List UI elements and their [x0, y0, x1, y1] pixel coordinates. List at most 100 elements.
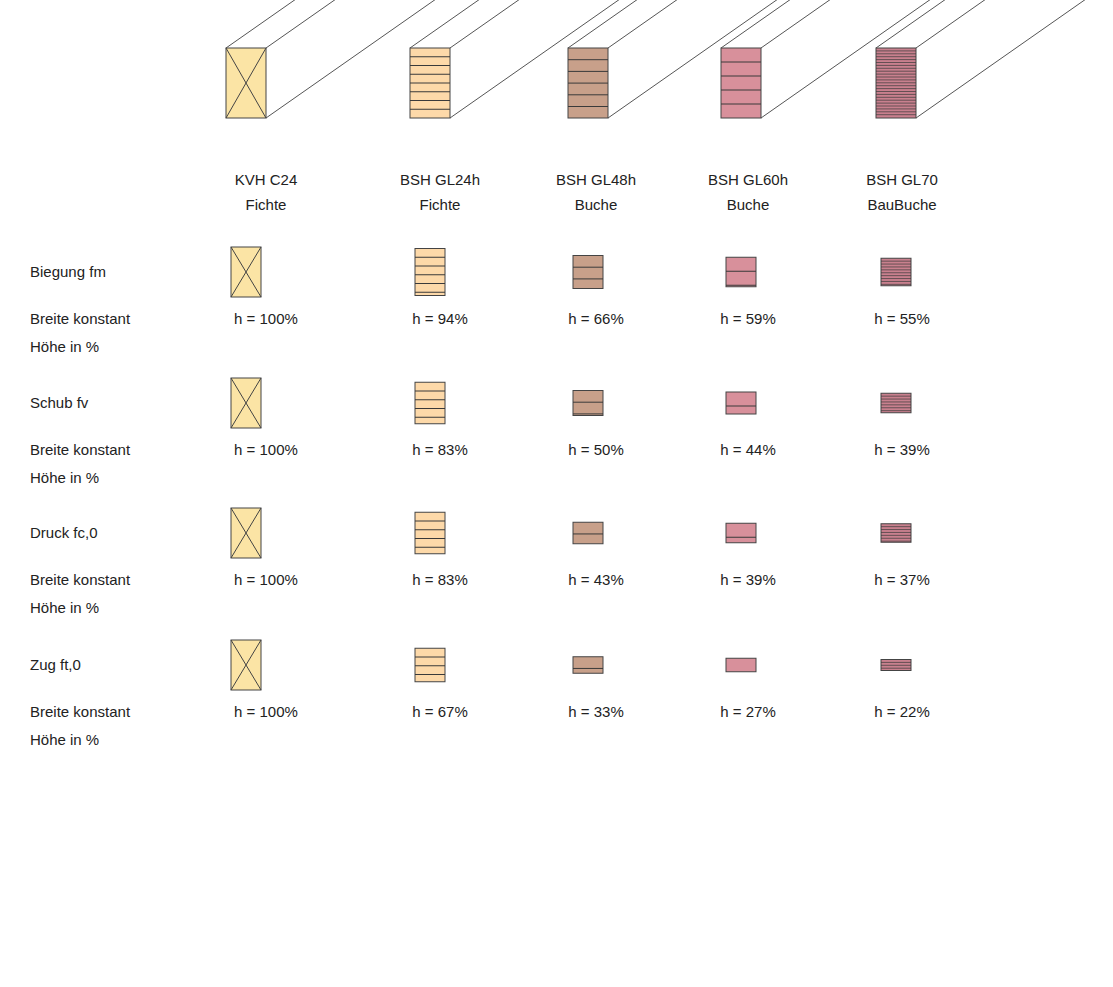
- lamella-line: [721, 104, 761, 105]
- lamella-line: [573, 402, 603, 403]
- cross-section: [573, 522, 603, 544]
- row-description: Breite konstant Höhe in %: [30, 305, 155, 361]
- height-value: h = 55%: [874, 305, 929, 333]
- beam-edge: [916, 0, 1113, 118]
- cross-section: [726, 523, 756, 543]
- beam: [876, 0, 1113, 118]
- lamella-line: [410, 65, 450, 66]
- section-group: [573, 256, 603, 289]
- lamella-line: [881, 266, 911, 267]
- cross-section: [876, 48, 916, 118]
- lamella-line: [881, 665, 911, 666]
- beam-edge: [761, 0, 961, 118]
- beam: [410, 0, 650, 118]
- lamella-line: [876, 82, 916, 83]
- section-group: [881, 258, 911, 286]
- cross-section: [573, 256, 603, 289]
- height-value: h = 66%: [568, 305, 623, 333]
- section-group: [231, 247, 261, 297]
- wood-species: Fichte: [246, 191, 287, 219]
- lamella-line: [410, 56, 450, 57]
- lamella-line: [415, 399, 445, 400]
- lamella-line: [876, 62, 916, 63]
- beam-edge: [608, 0, 808, 48]
- section-group: [573, 391, 603, 416]
- lamella-line: [876, 97, 916, 98]
- lamella-line: [410, 83, 450, 84]
- beam-edge: [608, 0, 808, 118]
- lamella-line: [876, 79, 916, 80]
- lamella-line: [876, 108, 916, 109]
- cross-section: [881, 524, 911, 543]
- height-value: h = 94%: [412, 305, 467, 333]
- beam: [721, 0, 961, 118]
- wood-species: Buche: [575, 191, 618, 219]
- lamella-line: [415, 274, 445, 275]
- height-value: h = 67%: [412, 698, 467, 726]
- lamella-line: [881, 396, 911, 397]
- lamella-line: [881, 401, 911, 402]
- wood-species: BauBuche: [867, 191, 936, 219]
- cross-section: [881, 258, 911, 286]
- cross-section: [881, 393, 911, 413]
- solid-wood-cross: [226, 48, 266, 118]
- lamella-line: [881, 264, 911, 265]
- lamella-line: [573, 267, 603, 268]
- lamella-line: [881, 269, 911, 270]
- height-value: h = 44%: [720, 436, 775, 464]
- lamella-line: [881, 410, 911, 411]
- row-title: Zug ft,0: [30, 651, 81, 679]
- section-group: [231, 640, 261, 690]
- section-group: [415, 648, 445, 682]
- beam-edge: [266, 0, 466, 48]
- height-value: h = 43%: [568, 566, 623, 594]
- height-value: h = 83%: [412, 436, 467, 464]
- section-group: [231, 508, 261, 558]
- lamella-line: [568, 83, 608, 84]
- lamella-line: [876, 68, 916, 69]
- beam-edge: [876, 0, 1076, 48]
- lamella-line: [410, 91, 450, 92]
- height-value: h = 27%: [720, 698, 775, 726]
- section-group: [726, 257, 756, 287]
- lamella-line: [410, 100, 450, 101]
- cross-section: [231, 640, 261, 690]
- lamella-line: [881, 538, 911, 539]
- cross-section: [231, 508, 261, 558]
- beam-edge: [226, 0, 426, 48]
- height-value: h = 100%: [234, 305, 298, 333]
- beam-edge: [450, 0, 650, 118]
- lamella-line: [415, 547, 445, 548]
- lamella-line: [410, 109, 450, 110]
- lamella-line: [881, 668, 911, 669]
- height-value: h = 39%: [720, 566, 775, 594]
- cross-section: [415, 382, 445, 424]
- section-group: [573, 657, 603, 674]
- lamella-line: [881, 662, 911, 663]
- cross-section: [415, 249, 445, 296]
- lamella-line: [876, 111, 916, 112]
- lamella-line: [573, 668, 603, 669]
- cross-section: [881, 660, 911, 671]
- lamella-line: [415, 257, 445, 258]
- lamella-line: [415, 292, 445, 293]
- beam: [226, 0, 466, 118]
- lamella-line: [568, 59, 608, 60]
- cross-section: [415, 648, 445, 682]
- section-group: [881, 660, 911, 671]
- lamella-line: [415, 391, 445, 392]
- section-group: [881, 393, 911, 413]
- lamella-line: [876, 56, 916, 57]
- lamella-line: [881, 526, 911, 527]
- section-group: [231, 378, 261, 428]
- height-value: h = 100%: [234, 566, 298, 594]
- lamella-line: [415, 521, 445, 522]
- height-value: h = 100%: [234, 436, 298, 464]
- lamella-line: [573, 413, 603, 414]
- section-group: [726, 523, 756, 543]
- lamella-line: [876, 106, 916, 107]
- lamella-line: [573, 278, 603, 279]
- cross-section: [721, 48, 761, 118]
- solid-wood-cross: [231, 247, 261, 297]
- lamella-line: [726, 285, 756, 286]
